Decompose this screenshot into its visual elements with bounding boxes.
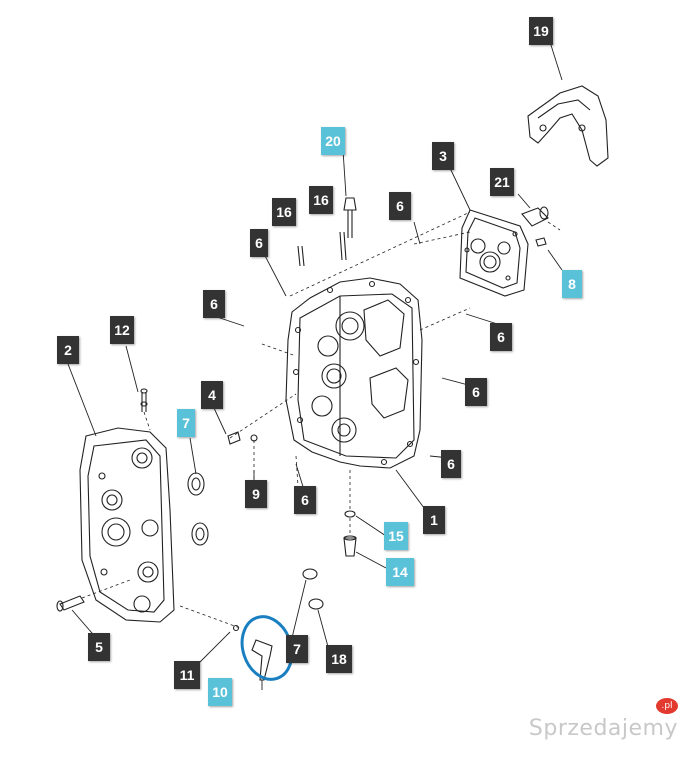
part-17-o-ring — [302, 568, 318, 580]
label-4: 4 — [201, 381, 223, 409]
part-16-pin-b — [339, 231, 347, 261]
label-6-a: 6 — [389, 192, 411, 220]
watermark-badge: .pl — [656, 698, 678, 714]
label-15: 15 — [384, 522, 408, 550]
label-16-b: 16 — [272, 198, 296, 226]
part-12-bolt — [140, 388, 148, 412]
label-6-d: 6 — [490, 323, 512, 351]
label-6-e: 6 — [465, 378, 487, 406]
part-15-washer — [344, 510, 356, 518]
part-2-front-plate — [79, 427, 175, 623]
label-7-a: 7 — [177, 409, 195, 437]
label-8: 8 — [562, 270, 582, 298]
part-3-plate — [459, 209, 529, 297]
label-18: 18 — [326, 645, 352, 673]
label-11: 11 — [174, 661, 200, 689]
label-16-a: 16 — [309, 186, 333, 214]
label-10: 10 — [208, 678, 232, 706]
part-7-seal-b — [191, 522, 209, 546]
label-19: 19 — [529, 17, 553, 45]
label-20: 20 — [321, 127, 345, 155]
part-20-breather — [343, 197, 357, 238]
part-1-housing — [285, 277, 423, 469]
label-1: 1 — [423, 506, 445, 534]
part-14-plug — [343, 535, 357, 557]
label-21: 21 — [490, 168, 514, 196]
label-6-b: 6 — [250, 229, 268, 257]
watermark: Sprzedajemy — [528, 716, 678, 741]
label-6-c: 6 — [203, 290, 225, 318]
label-14: 14 — [386, 558, 414, 586]
part-21-pin — [521, 206, 549, 227]
label-6-g: 6 — [294, 486, 316, 514]
label-12: 12 — [110, 316, 134, 344]
label-6-f: 6 — [441, 450, 461, 478]
label-2: 2 — [57, 336, 79, 364]
part-7-seal-a — [187, 472, 205, 496]
part-18-o-ring — [308, 598, 324, 610]
label-9: 9 — [245, 480, 267, 508]
part-4-pin — [227, 431, 241, 445]
label-3: 3 — [432, 142, 454, 170]
part-19-cover — [527, 85, 609, 167]
label-5: 5 — [88, 633, 110, 661]
part-5-bolt — [56, 595, 85, 612]
label-7-b: 7 — [286, 635, 308, 663]
part-16-pin-a — [297, 245, 305, 267]
part-8-plug — [535, 237, 547, 247]
